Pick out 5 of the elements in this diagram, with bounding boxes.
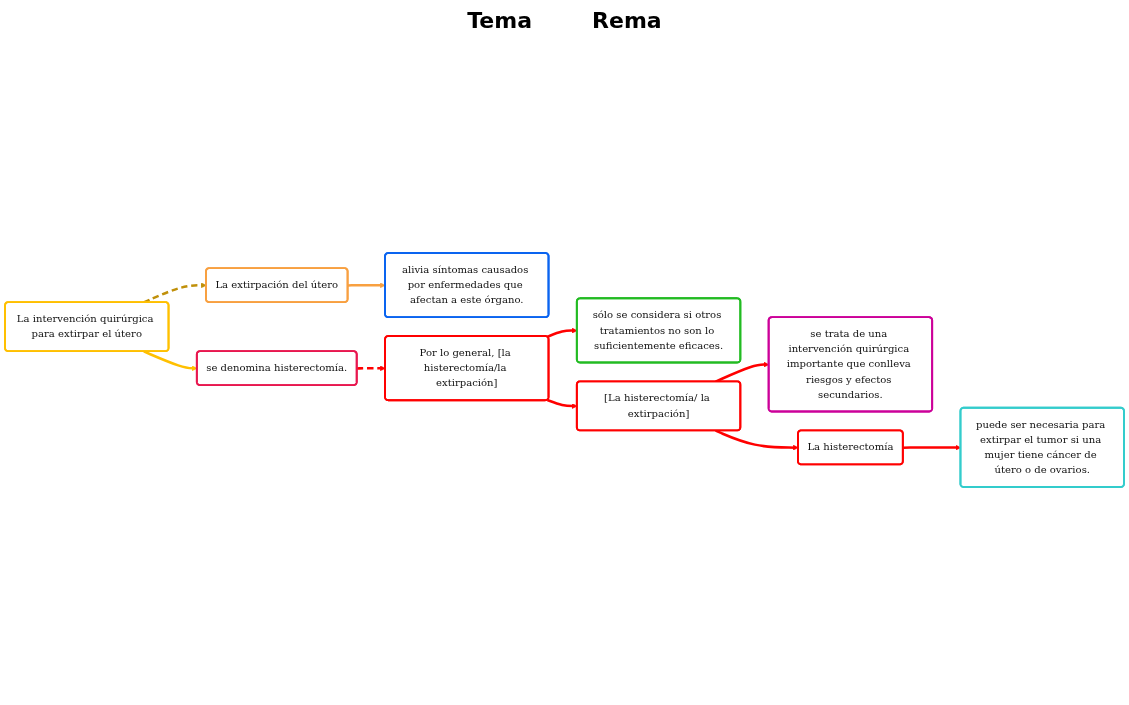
arrow [357, 365, 386, 372]
column-heading: Tema [467, 7, 533, 33]
column-heading: Rema [592, 7, 662, 33]
arrow [903, 444, 961, 451]
arrow [347, 282, 386, 289]
